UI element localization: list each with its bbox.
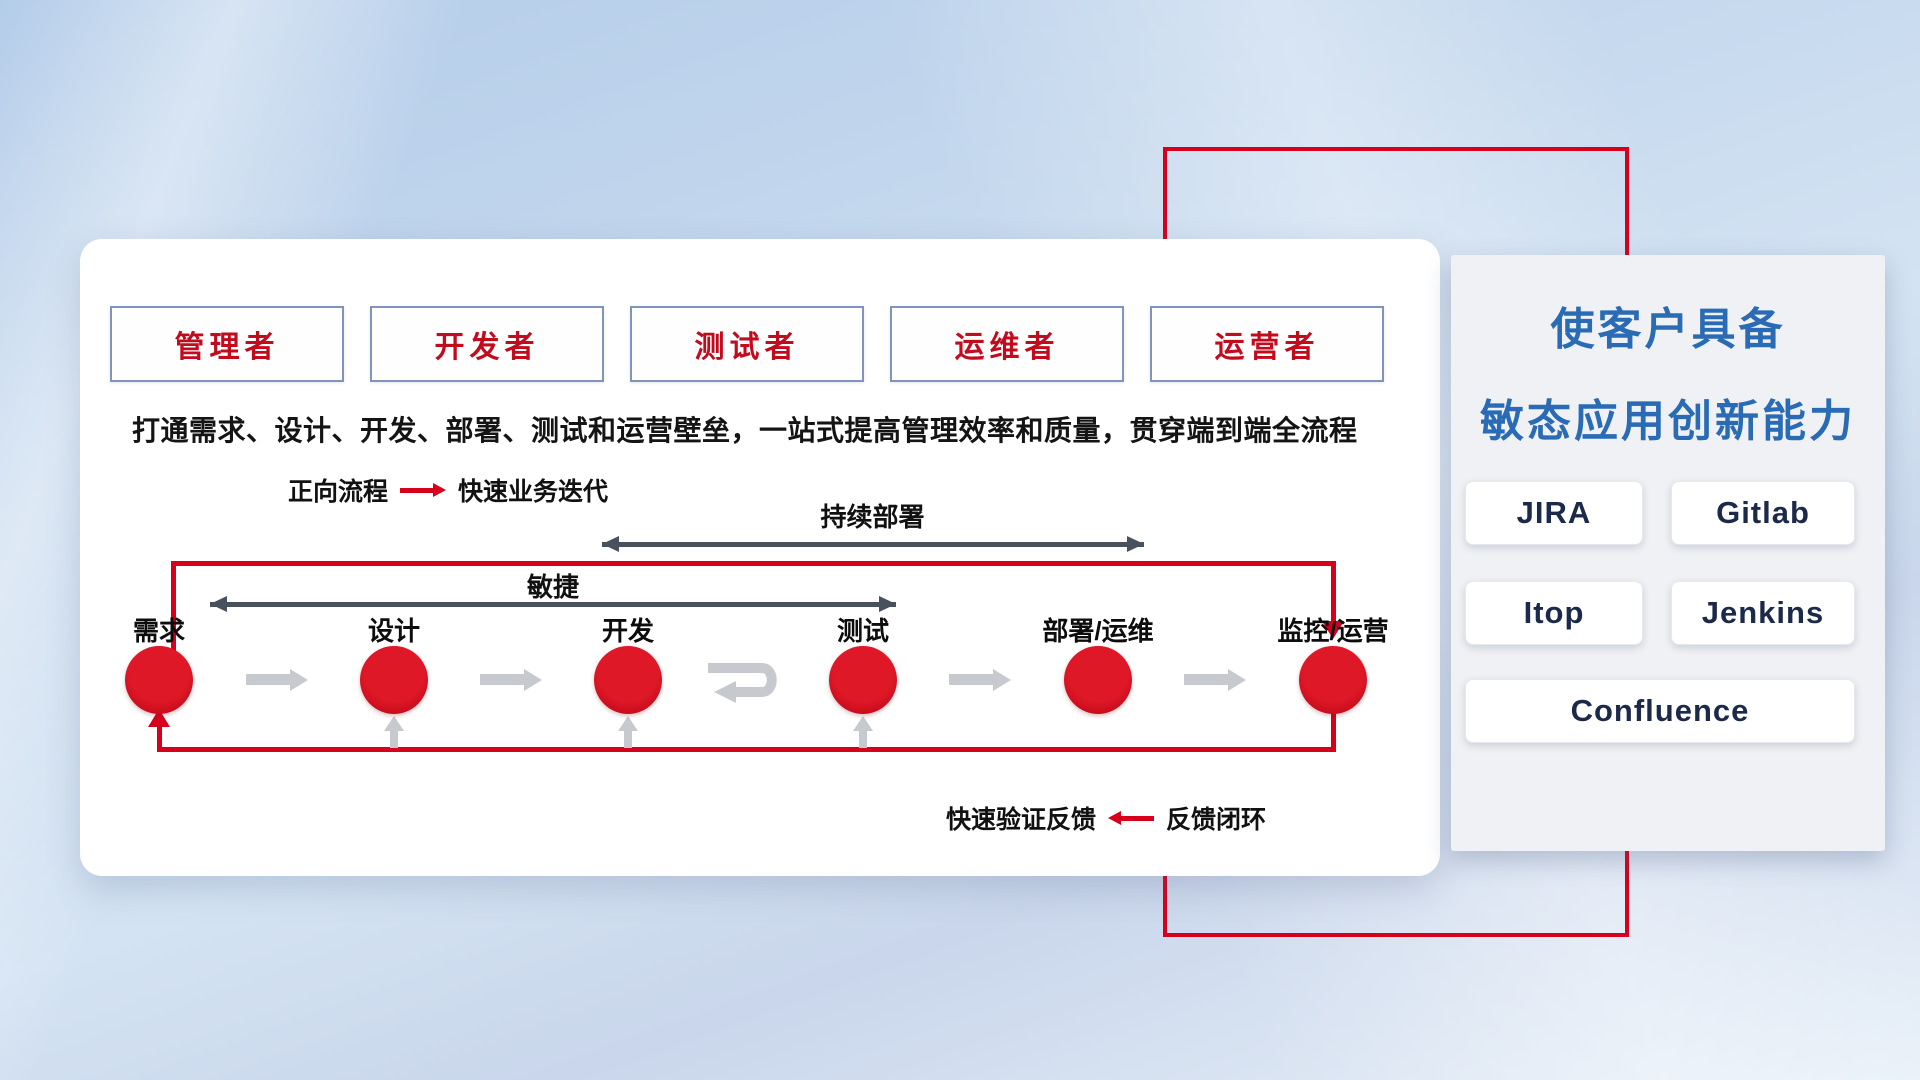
forward-flow-legend: 正向流程 快速业务迭代 <box>288 475 609 506</box>
flow-arrow-icon <box>949 669 1011 691</box>
stage-label-monitor-operations: 监控/运营 <box>1277 616 1389 646</box>
flow-arrow-icon <box>1184 669 1246 691</box>
iteration-loop-icon <box>708 663 777 703</box>
flow-arrow-icon <box>246 669 308 691</box>
feedback-arrow-icon <box>1108 811 1155 825</box>
flow-arrow-icon <box>480 669 542 691</box>
capability-panel: 使客户具备 敏态应用创新能力 JIRA Gitlab Itop Jenkins … <box>1451 255 1885 851</box>
roles-row: 管理者 开发者 测试者 运维者 运营者 <box>110 306 1384 382</box>
role-box-ops: 运维者 <box>890 306 1124 382</box>
pipeline-subtitle: 打通需求、设计、开发、部署、测试和运营壁垒，一站式提高管理效率和质量，贯穿端到端… <box>132 415 1358 446</box>
feedback-up-arrow-icon <box>384 716 404 750</box>
forward-flow-label: 正向流程 <box>288 478 389 506</box>
role-box-tester: 测试者 <box>630 306 864 382</box>
feedback-loop-left-line <box>157 727 162 752</box>
forward-loop-right-line <box>1331 561 1336 621</box>
role-box-manager: 管理者 <box>110 306 344 382</box>
role-label: 测试者 <box>694 331 800 364</box>
continuous-deployment-label: 持续部署 <box>820 502 925 532</box>
panel-title-line2: 敏态应用创新能力 <box>1480 397 1856 446</box>
stage-label-requirements: 需求 <box>132 616 185 646</box>
tool-chip-jenkins: Jenkins <box>1671 581 1855 645</box>
stage-node-monitor-operations <box>1299 646 1367 714</box>
forward-arrow-icon <box>400 483 447 497</box>
stage-label-deploy-ops: 部署/运维 <box>1042 616 1154 646</box>
role-label: 运营者 <box>1214 331 1320 364</box>
feedback-loop-bottom-line <box>157 747 1336 752</box>
role-box-developer: 开发者 <box>370 306 604 382</box>
continuous-deployment-arrow-icon <box>602 536 1144 552</box>
feedback-caption: 快速验证反馈 <box>946 806 1097 834</box>
forward-flow-caption: 快速业务迭代 <box>458 478 609 506</box>
stage-label-development: 开发 <box>601 616 654 646</box>
stage-node-development <box>594 646 662 714</box>
stage-node-design <box>360 646 428 714</box>
role-label: 管理者 <box>174 331 280 364</box>
role-label: 运维者 <box>954 331 1060 364</box>
tool-chip-confluence: Confluence <box>1465 679 1855 743</box>
forward-loop-arrowhead-icon <box>1322 621 1344 639</box>
stage-node-requirements <box>125 646 193 714</box>
forward-loop-left-line <box>171 561 176 653</box>
devops-pipeline-card: 管理者 开发者 测试者 运维者 运营者 打通需求、设计、开发、部署、测试和运营壁… <box>80 239 1440 876</box>
feedback-loop-right-line <box>1331 707 1336 752</box>
role-label: 开发者 <box>434 331 540 364</box>
stage-label-design: 设计 <box>367 616 420 646</box>
tool-chip-gitlab: Gitlab <box>1671 481 1855 545</box>
role-box-operations: 运营者 <box>1150 306 1384 382</box>
stage-node-testing <box>829 646 897 714</box>
forward-loop-top-line <box>171 561 1336 566</box>
feedback-legend: 快速验证反馈 反馈闭环 <box>946 803 1267 834</box>
feedback-up-arrow-icon <box>618 716 638 750</box>
stage-node-deploy-ops <box>1064 646 1132 714</box>
agile-arrow-icon <box>210 596 896 612</box>
panel-title-line1: 使客户具备 <box>1550 305 1786 354</box>
agile-label: 敏捷 <box>526 572 579 602</box>
tool-chip-itop: Itop <box>1465 581 1643 645</box>
feedback-up-arrow-icon <box>853 716 873 750</box>
tool-chip-jira: JIRA <box>1465 481 1643 545</box>
stage-label-testing: 测试 <box>836 616 889 646</box>
feedback-label: 反馈闭环 <box>1166 806 1267 834</box>
